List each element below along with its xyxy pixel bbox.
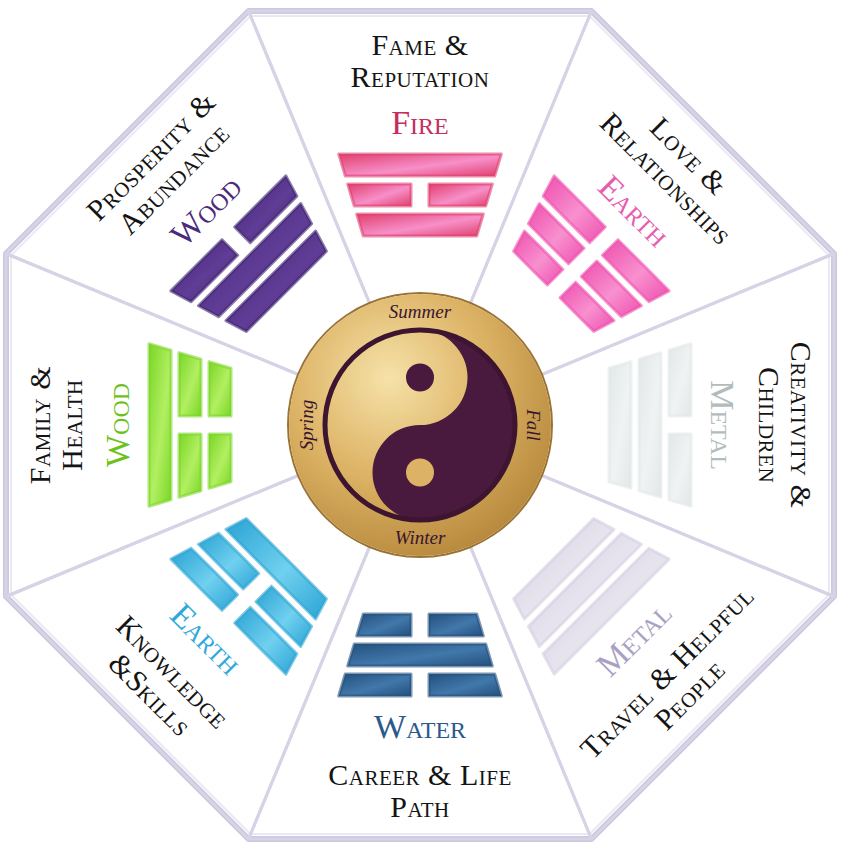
text-anchor: Family & Health xyxy=(24,325,87,525)
season-label: Summer xyxy=(389,302,451,322)
yin-dot xyxy=(406,364,434,392)
trigram-bar xyxy=(339,674,411,696)
trigram-bar xyxy=(179,353,201,416)
trigram-bar xyxy=(429,614,483,636)
yin-half xyxy=(373,330,516,520)
text-anchor: Wood xyxy=(100,383,136,467)
trigram-bar xyxy=(669,344,691,416)
text-anchor: Fire xyxy=(391,105,449,141)
area-label: Creativity & Children xyxy=(754,305,817,545)
element-label: Metal xyxy=(704,380,740,470)
area-label: Family & Health xyxy=(24,325,87,525)
trigram-bar xyxy=(339,154,502,176)
trigram-bar xyxy=(226,519,326,619)
trigram-bar xyxy=(357,214,484,236)
octagon-inner-border xyxy=(11,16,829,834)
trigram-bar xyxy=(639,353,661,498)
text-anchor: Love & Relationships xyxy=(571,60,785,274)
text-anchor: Water xyxy=(374,709,466,745)
season-label: Winter xyxy=(395,528,446,548)
text-anchor: Fall xyxy=(523,409,543,441)
area-label: Love & Relationships xyxy=(571,60,785,274)
trigram-bar xyxy=(179,434,201,497)
text-anchor: Knowledge &Skills xyxy=(55,576,269,790)
element-label: Wood xyxy=(100,383,136,467)
text-anchor: Summer xyxy=(389,302,451,322)
text-anchor: Spring xyxy=(297,400,317,451)
trigram-bar xyxy=(669,434,691,506)
trigram-bar xyxy=(357,614,411,636)
text-anchor: Metal xyxy=(704,380,740,470)
trigram-bar xyxy=(514,519,614,619)
trigram-bar xyxy=(560,282,614,331)
area-label: Prosperity & Abundance xyxy=(55,60,269,274)
text-anchor: Prosperity & Abundance xyxy=(55,60,269,274)
text-anchor: Winter xyxy=(395,528,446,548)
yin-yang-group xyxy=(325,330,515,520)
area-label: Knowledge &Skills xyxy=(55,576,269,790)
yin-yang-symbol xyxy=(289,294,551,556)
season-label: Fall xyxy=(523,409,543,441)
trigram-bar xyxy=(514,231,563,285)
yang-dot xyxy=(406,459,434,487)
text-anchor: Fame & Reputation xyxy=(300,29,540,92)
yin-yang-ring xyxy=(325,330,515,520)
trigram-bar xyxy=(149,344,171,507)
element-label: Water xyxy=(374,709,466,745)
trigram-bar xyxy=(209,362,231,416)
center-circle: SummerFallWinter Spring xyxy=(289,294,551,556)
octagon-border xyxy=(6,11,834,839)
area-label: Career & Life Path xyxy=(320,759,520,822)
trigram-bar xyxy=(348,644,493,666)
season-label: Spring xyxy=(297,400,317,451)
trigram-bar xyxy=(609,362,631,489)
text-anchor: Creativity & Children xyxy=(754,305,817,545)
trigram-bar xyxy=(209,434,231,488)
area-label: Fame & Reputation xyxy=(300,29,540,92)
trigram-bar xyxy=(226,231,326,331)
text-anchor: Career & Life Path xyxy=(320,759,520,822)
element-label: Fire xyxy=(391,105,449,141)
trigram-bar xyxy=(348,184,411,206)
trigram-bar xyxy=(429,184,492,206)
trigram-bar xyxy=(429,674,501,696)
